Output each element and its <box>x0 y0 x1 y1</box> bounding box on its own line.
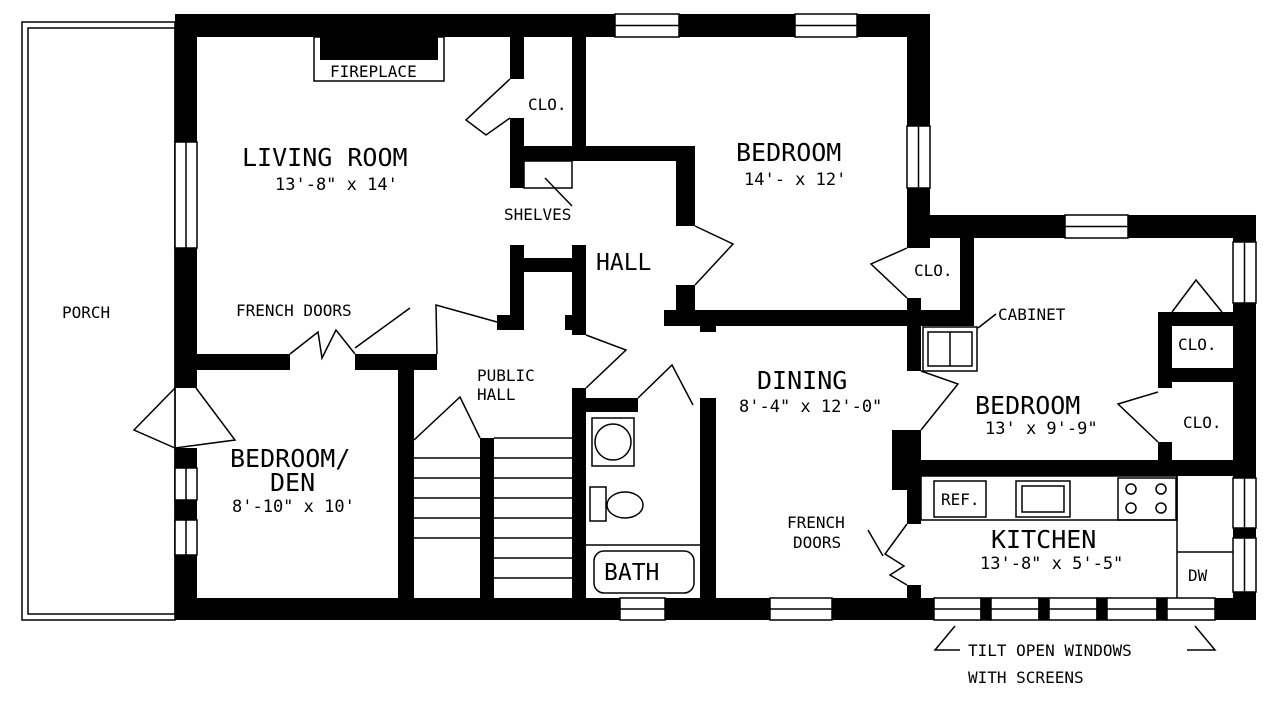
wall-bottom-c <box>832 598 934 620</box>
bedroom-right-door <box>920 370 960 431</box>
dining-label: DINING <box>757 366 847 395</box>
stove <box>1117 477 1177 521</box>
bedroom-den-label-1: BEDROOM/ <box>230 444 350 473</box>
cabinet-label: CABINET <box>998 305 1066 324</box>
wall-left-d <box>175 500 197 520</box>
closet-living-label: CLO. <box>528 95 567 114</box>
public-hall-door-right <box>585 334 628 389</box>
wall-wing-top-right <box>1128 215 1256 238</box>
french-doors-kitchen-leader <box>867 529 884 557</box>
kitchen-label: KITCHEN <box>991 525 1096 554</box>
closet-right-lower-door <box>1116 391 1159 443</box>
tilt-windows-note-2: WITH SCREENS <box>968 668 1084 687</box>
wall-left-e <box>175 555 197 620</box>
wall-bottom-d <box>1215 598 1256 620</box>
kitchen-sink <box>1015 480 1071 518</box>
shelves-label: SHELVES <box>504 205 571 224</box>
stairs <box>414 437 572 579</box>
kitchen-dims: 13'-8" x 5'-5" <box>980 554 1123 574</box>
wall-far-right-c <box>1233 528 1256 538</box>
shelves <box>523 160 573 189</box>
bedroom-den-dims: 8'-10" x 10' <box>232 497 355 517</box>
dishwasher-label: DW <box>1188 566 1208 585</box>
bedroom-den-label-2: DEN <box>270 468 315 497</box>
bedroom-top-dims: 14'- x 12' <box>744 170 846 190</box>
wall-left-b <box>175 248 197 388</box>
stair-door <box>413 395 481 441</box>
tilt-note-bracket-right <box>1187 625 1217 651</box>
closet-living-door <box>464 78 511 136</box>
hall-label: HALL <box>596 250 651 276</box>
public-hall-door-left <box>435 304 498 355</box>
wall-wing-top-left <box>907 215 1065 238</box>
wall-left-c <box>175 448 197 468</box>
living-room-dims: 13'-8" x 14' <box>275 175 398 195</box>
french-doors-top-label: FRENCH DOORS <box>236 301 352 320</box>
wall-bottom-a <box>175 598 620 620</box>
walls <box>175 14 1256 620</box>
wall-far-right-a <box>1233 215 1256 242</box>
doors <box>132 36 1233 651</box>
bedroom-right-dims: 13' x 9'-9" <box>985 419 1098 439</box>
wall-top-left <box>175 14 615 37</box>
cabinet <box>922 326 978 372</box>
tilt-note-bracket-left <box>933 625 960 651</box>
wall-bottom-b <box>665 598 770 620</box>
bathtub <box>593 550 695 594</box>
french-doors-top-leaf <box>289 328 356 361</box>
hall-bedroom-door <box>694 225 735 286</box>
toilet-tank <box>589 486 607 522</box>
refrigerator-label: REF. <box>941 490 980 509</box>
dining-dims: 8'-4" x 12'-0" <box>739 397 882 417</box>
wall-right-upper-a <box>907 14 930 126</box>
wall-left-a <box>175 14 197 142</box>
wall-far-right-b <box>1233 303 1256 478</box>
toilet-bowl <box>606 491 644 519</box>
labels: FIREPLACE LIVING ROOM 13'-8" x 14' CLO. … <box>62 62 1222 687</box>
closet-bedroom-top-door <box>869 247 908 299</box>
cabinet-leader <box>977 313 997 329</box>
living-room-label: LIVING ROOM <box>242 143 408 172</box>
windows <box>174 13 1257 621</box>
porch-label: PORCH <box>62 303 110 322</box>
closet-right-upper-label: CLO. <box>1178 335 1217 354</box>
wall-top-mid <box>679 14 795 37</box>
closet-right-lower-label: CLO. <box>1183 413 1222 432</box>
sink <box>591 417 635 467</box>
public-hall-label-1: PUBLIC <box>477 366 535 385</box>
fireplace-label: FIREPLACE <box>330 62 417 81</box>
shelves-leader <box>544 177 573 207</box>
french-doors-kitchen-label-1: FRENCH <box>787 513 845 532</box>
bedroom-top-label: BEDROOM <box>736 138 841 167</box>
closet-bedroom-top-label: CLO. <box>914 261 953 280</box>
closet-right-upper-door <box>1171 278 1223 313</box>
public-hall-label-2: HALL <box>477 385 516 404</box>
refrigerator <box>933 480 987 518</box>
french-doors-top-leader <box>354 307 411 349</box>
tilt-windows-note-1: TILT OPEN WINDOWS <box>968 641 1132 660</box>
bath-door <box>637 363 694 406</box>
bedroom-right-label: BEDROOM <box>975 391 1080 420</box>
bay-window <box>132 387 237 449</box>
french-doors-kitchen-label-2: DOORS <box>793 533 841 552</box>
bath-label: BATH <box>604 560 659 586</box>
french-doors-kitchen-leaf <box>883 523 908 586</box>
